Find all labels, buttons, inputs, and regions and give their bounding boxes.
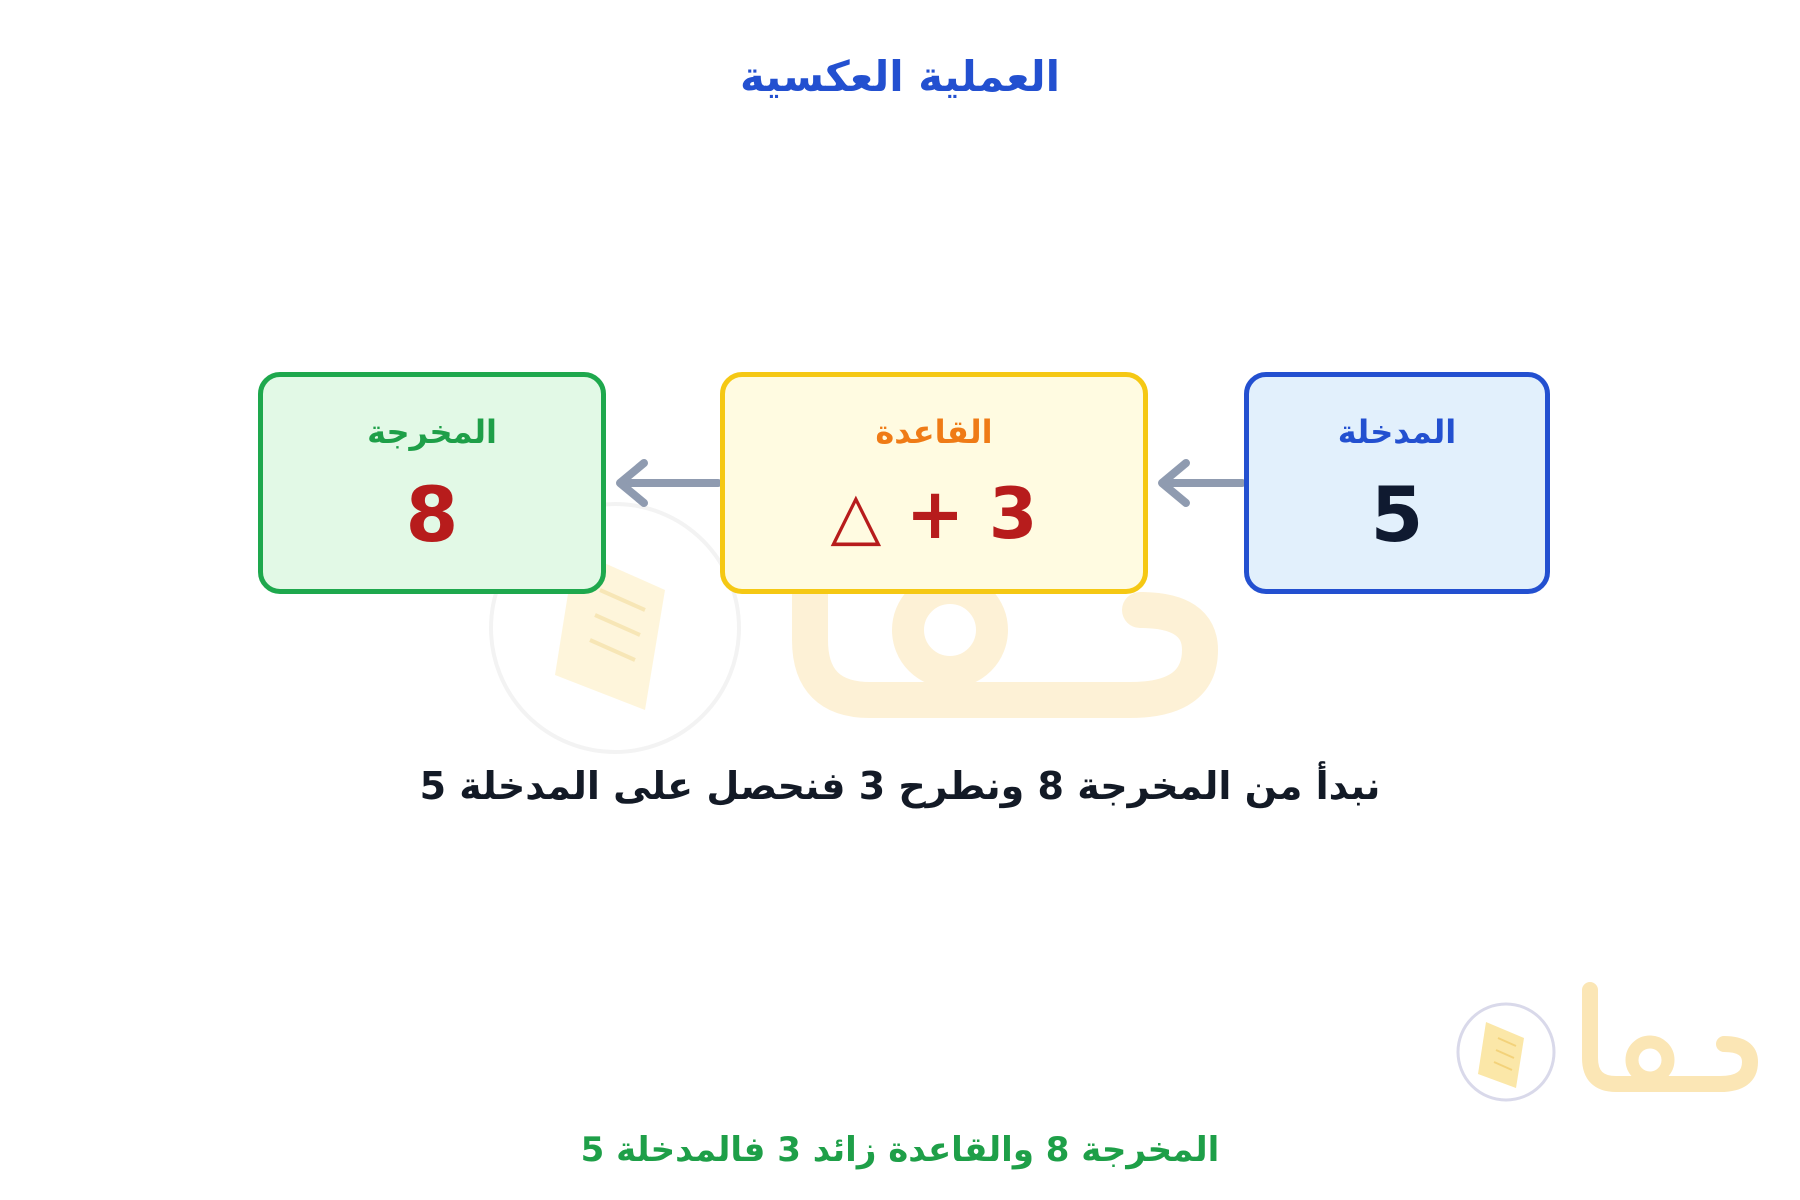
left-arrow-icon <box>616 459 720 507</box>
input-value: 5 <box>1370 470 1424 559</box>
output-box: المخرجة 8 <box>258 372 606 594</box>
summary-text: المخرجة 8 والقاعدة زائد 3 فالمدخلة 5 <box>580 1130 1220 1170</box>
rule-operand: 3 <box>988 473 1038 555</box>
rule-operator: + <box>905 473 965 555</box>
input-label: المدخلة <box>1337 413 1457 451</box>
triangle-symbol: △ <box>830 477 882 554</box>
left-arrow-icon <box>1158 459 1244 507</box>
input-box: المدخلة 5 <box>1244 372 1550 594</box>
rule-label: القاعدة <box>875 413 993 451</box>
rule-box: القاعدة △ + 3 <box>720 372 1148 594</box>
rule-expression: △ + 3 <box>725 479 1143 549</box>
watermark-logo-corner <box>1456 982 1759 1102</box>
output-value: 8 <box>405 470 459 559</box>
diagram-title: العملية العكسية <box>739 52 1061 101</box>
explanation-text: نبدأ من المخرجة 8 ونطرح 3 فنحصل على المد… <box>419 764 1381 808</box>
output-label: المخرجة <box>367 413 497 451</box>
